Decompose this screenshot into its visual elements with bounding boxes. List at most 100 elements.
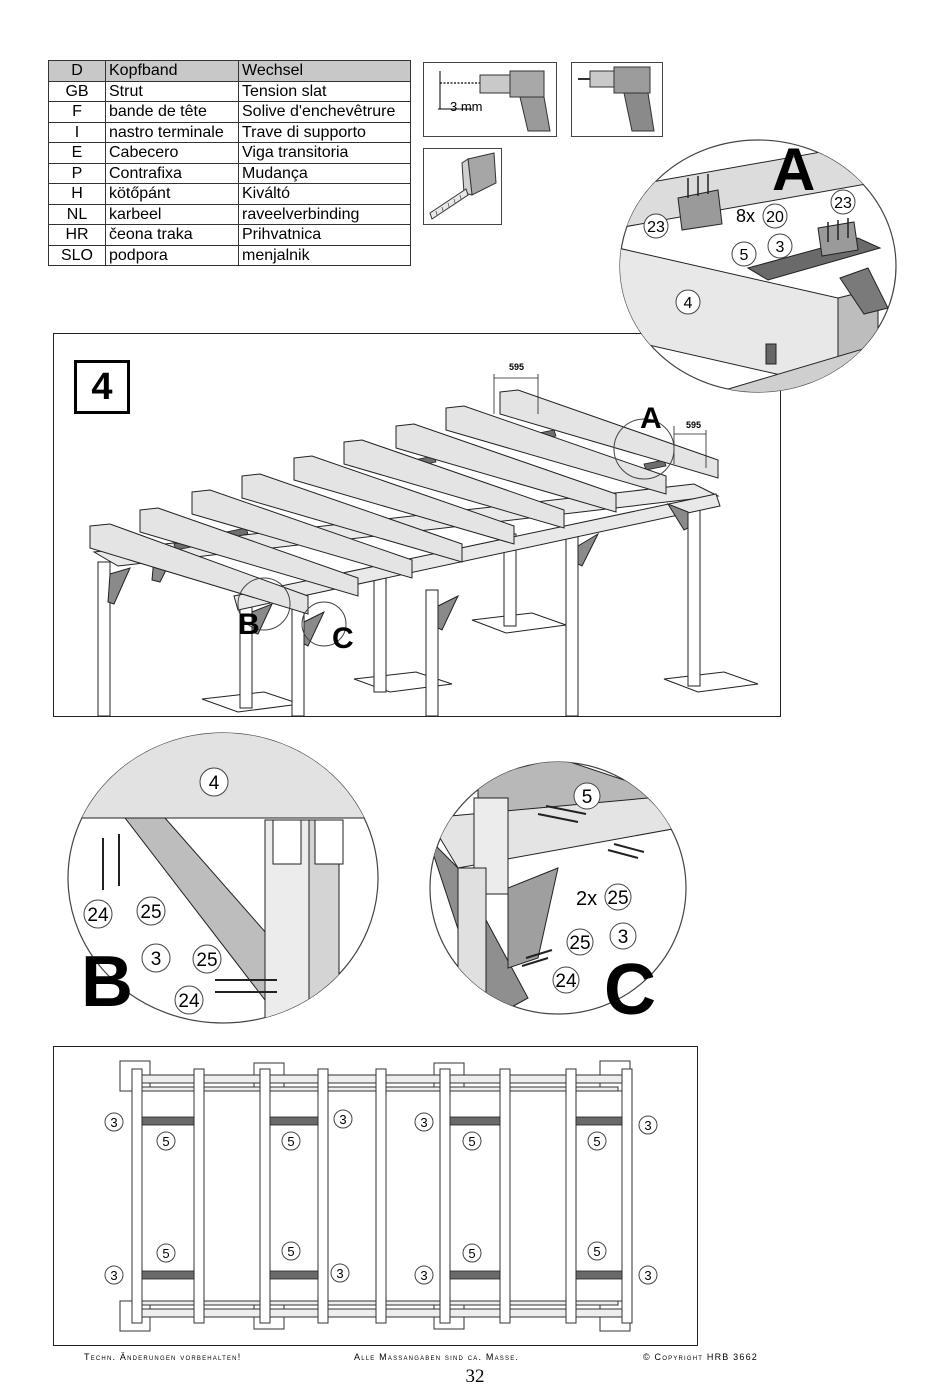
parts-table-cell-lang: F <box>48 101 106 123</box>
svg-text:3: 3 <box>110 1268 117 1283</box>
pergola-assembly-drawing: 595 595 A B C <box>89 362 759 717</box>
post-base-plate <box>663 671 759 693</box>
parts-table-cell-term1: kötőpánt <box>105 183 239 205</box>
parts-table-cell-term1: Contrafixa <box>105 162 239 184</box>
detail-b-drawing: 4 24 25 3 25 24 B <box>67 732 379 1024</box>
parts-table-cell-lang: H <box>48 183 106 205</box>
post <box>425 589 439 717</box>
svg-text:25: 25 <box>607 888 628 909</box>
parts-table-cell-term1: Cabecero <box>105 142 239 164</box>
part-callout: 3 <box>414 1265 434 1285</box>
svg-text:5: 5 <box>162 1246 169 1261</box>
drill-with-bit-icon: 3 mm <box>438 70 551 132</box>
rafter <box>191 489 413 579</box>
page-number: 32 <box>465 1366 485 1387</box>
post <box>373 571 387 693</box>
rafter <box>139 507 359 597</box>
svg-text:5: 5 <box>162 1134 169 1149</box>
svg-text:24: 24 <box>87 905 109 926</box>
part-callout: 5 <box>462 1243 482 1263</box>
part-callout: 5 <box>156 1243 176 1263</box>
step-4-assembly-frame: 595 595 A B C 4 <box>53 333 781 717</box>
svg-text:5: 5 <box>593 1134 600 1149</box>
part-callout: 24 <box>83 899 113 929</box>
part-callout: 5 <box>573 782 601 810</box>
part-callout: 5 <box>156 1131 176 1151</box>
part-callout: 3 <box>333 1109 353 1129</box>
parts-table-cell-lang: NL <box>48 203 106 225</box>
svg-text:3: 3 <box>110 1115 117 1130</box>
parts-table-cell-term2: Mudança <box>238 162 411 184</box>
part-callout: 24 <box>174 985 204 1015</box>
part-callout: 25 <box>566 928 594 956</box>
svg-text:4: 4 <box>684 295 693 312</box>
callout-label-c: C <box>332 622 354 655</box>
part-callout: 23 <box>643 213 669 239</box>
part-callout: 24 <box>552 966 580 994</box>
svg-text:5: 5 <box>740 247 749 264</box>
detail-a-drawing: A 23 23 8x 20 5 3 4 <box>619 138 897 393</box>
parts-table-cell-term1: Kopfband <box>105 60 239 82</box>
svg-text:5: 5 <box>468 1246 475 1261</box>
parts-table-cell-lang: GB <box>48 80 106 102</box>
part-callout: 20 <box>762 203 788 229</box>
part-callout: 25 <box>136 896 166 926</box>
part-callout: 5 <box>731 241 757 267</box>
part-multiplier: 2x <box>576 888 597 910</box>
part-callout: 3 <box>767 233 793 259</box>
parts-table-cell-term2: raveelverbinding <box>238 203 411 225</box>
part-callout: 3 <box>330 1263 350 1283</box>
callout-circle-b <box>237 577 291 631</box>
part-callout: 4 <box>199 767 229 797</box>
dimension-label: 595 <box>686 420 701 430</box>
rafter <box>445 405 667 495</box>
svg-text:5: 5 <box>593 1244 600 1259</box>
rafter <box>499 389 719 479</box>
svg-text:5: 5 <box>468 1134 475 1149</box>
callout-circle-c <box>301 601 347 647</box>
svg-text:25: 25 <box>140 902 161 923</box>
post <box>687 493 701 687</box>
part-callout: 5 <box>587 1241 607 1261</box>
parts-table-cell-lang: D <box>48 60 106 82</box>
strut <box>577 532 600 567</box>
parts-table-cell-term1: bande de tête <box>105 101 239 123</box>
svg-text:3: 3 <box>644 1268 651 1283</box>
strut <box>666 502 689 531</box>
svg-text:25: 25 <box>569 933 590 954</box>
tape-measure-tool <box>423 148 502 225</box>
part-callout: 5 <box>462 1131 482 1151</box>
parts-table-cell-term1: nastro terminale <box>105 121 239 143</box>
rafter <box>241 473 463 563</box>
callout-label-b: B <box>238 608 260 641</box>
svg-text:5: 5 <box>287 1134 294 1149</box>
svg-text:3: 3 <box>336 1266 343 1281</box>
part-callout: 3 <box>141 943 171 973</box>
svg-text:5: 5 <box>582 787 593 808</box>
parts-table-cell-lang: P <box>48 162 106 184</box>
part-callout: 3 <box>638 1115 658 1135</box>
part-callout: 3 <box>104 1265 124 1285</box>
part-callout: 25 <box>192 944 222 974</box>
footer-note-middle: Alle Massangaben sind ca. Masse. <box>354 1352 520 1362</box>
parts-table-cell-term2: Wechsel <box>238 60 411 82</box>
drill-with-bit-tool: 3 mm <box>423 62 557 137</box>
part-callout: 3 <box>104 1112 124 1132</box>
rafter <box>395 423 617 513</box>
detail-c-drawing: 5 2x 25 25 3 24 C <box>429 761 687 1020</box>
dimension-label: 595 <box>509 362 524 372</box>
svg-text:3: 3 <box>618 927 629 948</box>
parts-table-cell-lang: E <box>48 142 106 164</box>
drill-tool <box>571 62 663 137</box>
parts-table-cell-term2: Prihvatnica <box>238 224 411 246</box>
parts-table-cell-lang: I <box>48 121 106 143</box>
svg-text:23: 23 <box>834 195 852 212</box>
